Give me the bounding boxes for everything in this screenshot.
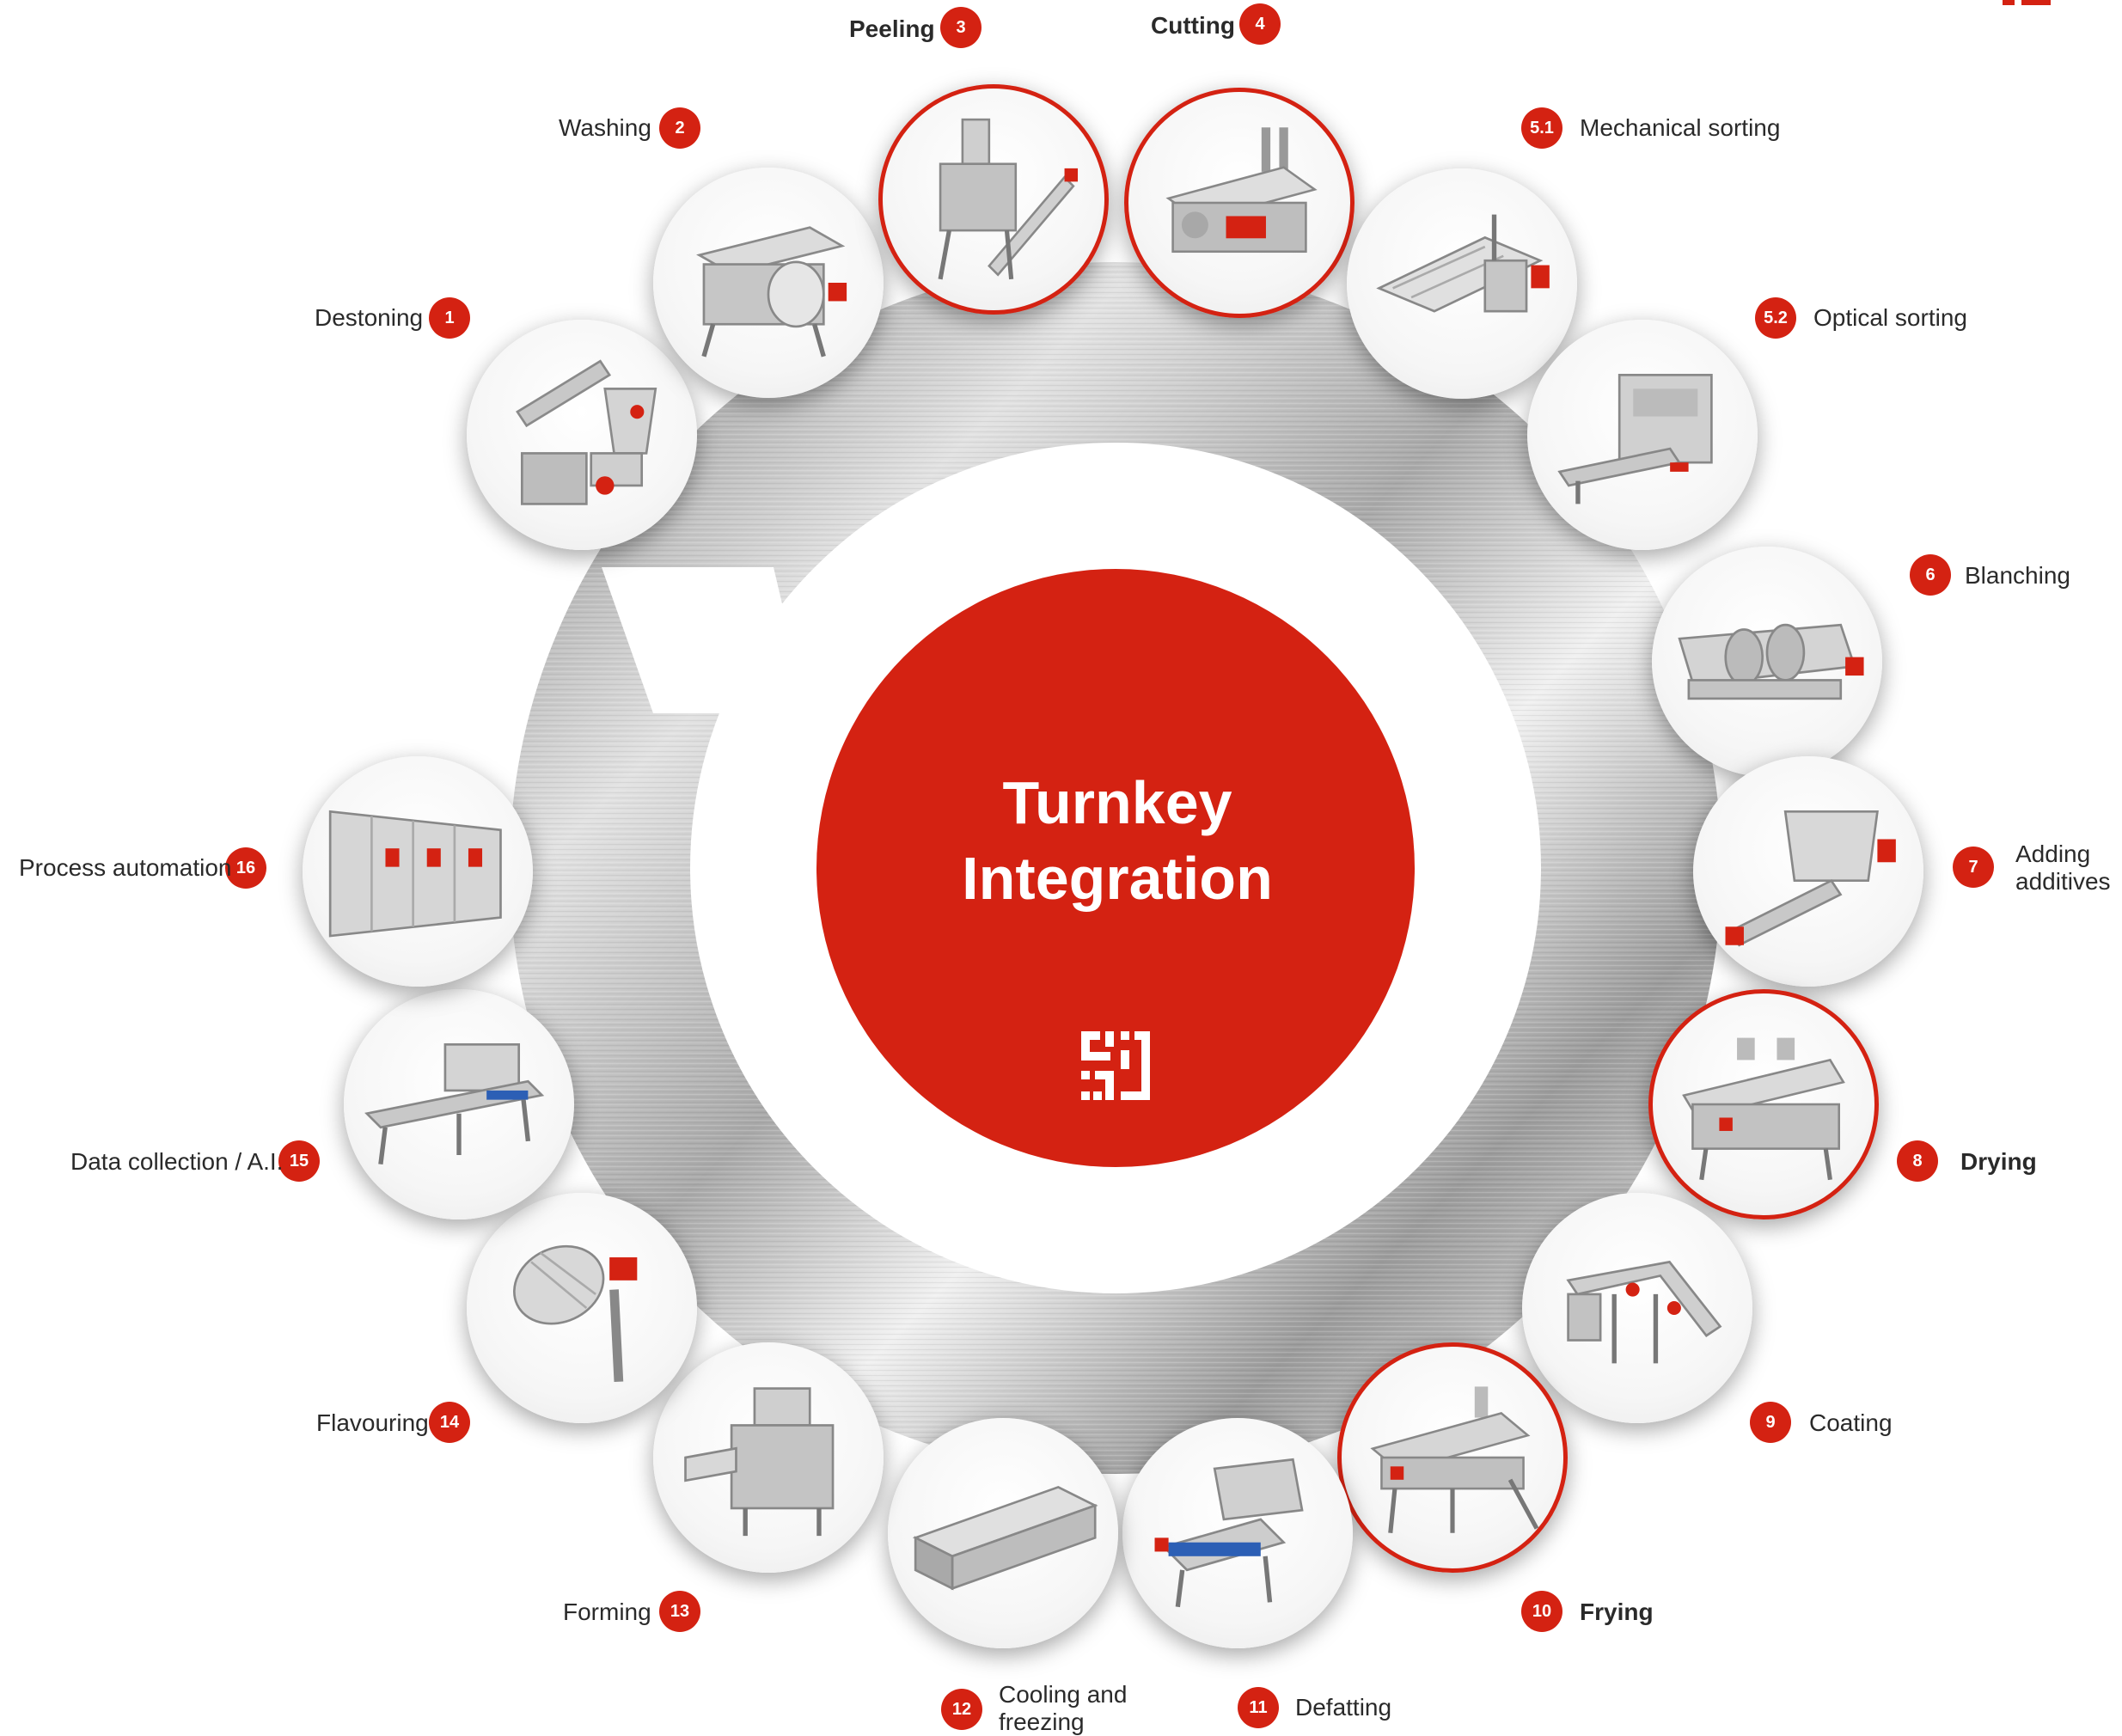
step-15-badge: 15 bbox=[278, 1140, 320, 1182]
center-disc bbox=[816, 569, 1415, 1167]
additive-mixer-icon bbox=[1725, 810, 1896, 947]
center-title: Turnkey Integration bbox=[859, 765, 1375, 916]
step-5-1-circle[interactable] bbox=[1347, 168, 1577, 399]
step-4-badge: 4 bbox=[1239, 3, 1281, 45]
step-10-badge: 10 bbox=[1521, 1591, 1562, 1632]
destoner-machine-icon bbox=[516, 359, 657, 505]
metal-ring bbox=[510, 262, 1721, 1474]
step-5-2-circle[interactable] bbox=[1527, 320, 1758, 550]
step-16-badge: 16 bbox=[225, 847, 266, 889]
center-title-line2: Integration bbox=[962, 845, 1273, 912]
flavouring-drum-icon bbox=[513, 1244, 638, 1383]
step-1-badge: 1 bbox=[429, 297, 470, 339]
step-15-circle[interactable] bbox=[344, 989, 574, 1219]
step-1-circle[interactable] bbox=[467, 320, 697, 550]
step-2-label: Washing bbox=[559, 114, 651, 141]
step-10-circle[interactable] bbox=[1337, 1342, 1568, 1573]
fryer-machine-icon bbox=[1370, 1386, 1539, 1533]
step-12-label-line1: Cooling and bbox=[999, 1681, 1128, 1708]
cutter-machine-icon bbox=[1165, 127, 1318, 254]
step-3-badge: 3 bbox=[940, 7, 982, 48]
step-11-label: Defatting bbox=[1295, 1694, 1392, 1721]
step-2-circle[interactable] bbox=[653, 168, 884, 398]
step-14-label: Flavouring bbox=[316, 1409, 429, 1436]
step-16-label: Process automation bbox=[19, 854, 232, 881]
step-9-badge: 9 bbox=[1750, 1402, 1791, 1443]
step-3-label: Peeling bbox=[849, 15, 935, 42]
step-4-label: Cutting bbox=[1151, 12, 1235, 39]
step-6-circle[interactable] bbox=[1652, 547, 1882, 777]
step-12-circle[interactable] bbox=[888, 1418, 1118, 1648]
step-7-label-line2: additives bbox=[2015, 868, 2111, 895]
step-8-badge: 8 bbox=[1897, 1140, 1938, 1182]
step-12-label-line2: freezing bbox=[999, 1708, 1085, 1735]
coater-machine-icon bbox=[1566, 1260, 1722, 1364]
step-5-1-label: Mechanical sorting bbox=[1580, 114, 1781, 141]
step-13-circle[interactable] bbox=[653, 1342, 884, 1573]
step-5-2-label: Optical sorting bbox=[1813, 304, 1967, 331]
step-12-badge: 12 bbox=[941, 1689, 982, 1730]
former-machine-icon bbox=[684, 1387, 835, 1537]
step-6-badge: 6 bbox=[1910, 554, 1951, 596]
blancher-machine-icon bbox=[1678, 623, 1864, 700]
step-11-circle[interactable] bbox=[1122, 1418, 1353, 1648]
step-4-circle[interactable] bbox=[1124, 88, 1355, 318]
mechanical-sorter-icon bbox=[1376, 214, 1550, 313]
dryer-machine-icon bbox=[1682, 1037, 1845, 1181]
step-9-circle[interactable] bbox=[1522, 1193, 1752, 1423]
peeler-machine-icon bbox=[938, 118, 1079, 280]
step-16-circle[interactable] bbox=[303, 756, 533, 987]
step-7-circle[interactable] bbox=[1693, 756, 1923, 987]
optical-sorter-icon bbox=[1557, 373, 1713, 504]
step-7-label-line1: Adding bbox=[2015, 840, 2091, 867]
washer-machine-icon bbox=[696, 226, 847, 358]
step-8-circle[interactable] bbox=[1648, 989, 1879, 1219]
step-10-label: Frying bbox=[1580, 1598, 1654, 1625]
step-13-label: Forming bbox=[563, 1598, 651, 1625]
defatter-machine-icon bbox=[1154, 1458, 1304, 1608]
center-title-line1: Turnkey bbox=[1002, 769, 1232, 836]
step-14-badge: 14 bbox=[429, 1402, 470, 1443]
control-cabinet-icon bbox=[328, 810, 502, 938]
step-13-badge: 13 bbox=[659, 1591, 700, 1632]
step-14-circle[interactable] bbox=[467, 1193, 697, 1423]
step-2-badge: 2 bbox=[659, 107, 700, 149]
step-15-label: Data collection / A.I. bbox=[70, 1148, 284, 1175]
step-8-label: Drying bbox=[1960, 1148, 2037, 1175]
step-6-label: Blanching bbox=[1965, 562, 2070, 589]
corner-logo-mark bbox=[2003, 0, 2051, 5]
step-11-badge: 11 bbox=[1238, 1687, 1279, 1728]
inspection-conveyor-icon bbox=[364, 1042, 545, 1165]
step-5-1-badge: 5.1 bbox=[1521, 107, 1562, 149]
step-3-circle[interactable] bbox=[878, 84, 1109, 315]
step-7-badge: 7 bbox=[1953, 847, 1994, 888]
grid-logo-icon bbox=[1081, 1031, 1150, 1100]
freezer-tunnel-icon bbox=[912, 1485, 1098, 1591]
step-5-2-badge: 5.2 bbox=[1755, 297, 1796, 339]
step-9-label: Coating bbox=[1809, 1409, 1893, 1436]
step-1-label: Destoning bbox=[315, 304, 424, 331]
